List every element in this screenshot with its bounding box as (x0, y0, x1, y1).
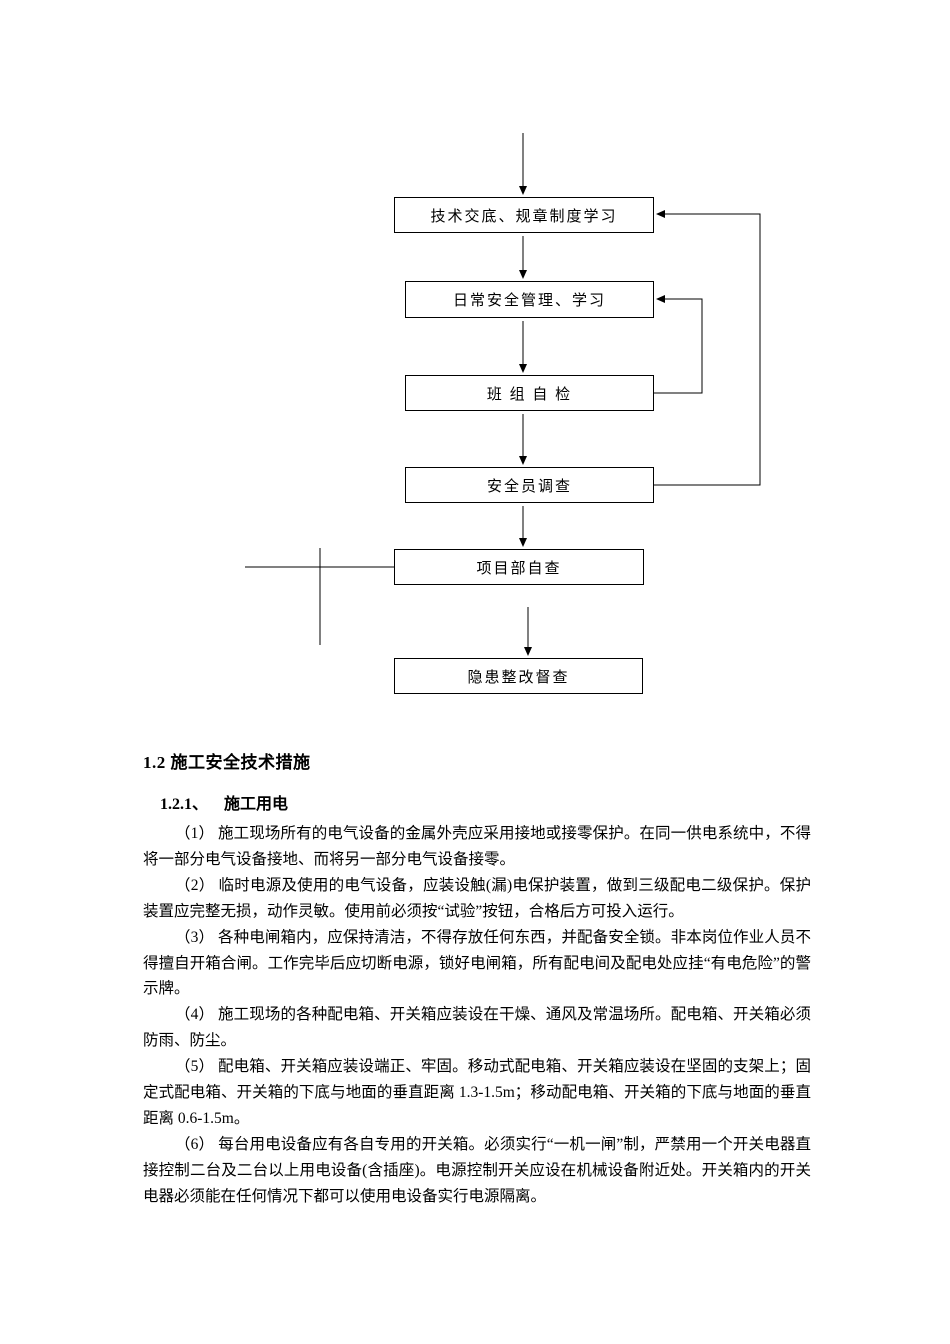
paragraph-3: （3） 各种电闸箱内，应保持清洁，不得存放任何东西，并配备安全锁。非本岗位作业人… (143, 928, 811, 998)
flowchart-box-project-dept: 项目部自查 (394, 549, 644, 585)
feedback-box3-box2 (654, 295, 703, 394)
paragraph-6: （6） 每台用电设备应有各自专用的开关箱。必须实行“一机一闸”制，严禁用一个开关… (143, 1135, 811, 1205)
paragraph-4: （4） 施工现场的各种配电箱、开关箱应装设在干燥、通风及常温场所。配电箱、开关箱… (143, 1006, 811, 1050)
paragraph-2: （2） 临时电源及使用的电气设备，应装设触(漏)电保护装置，做到三级配电二级保护… (143, 876, 811, 920)
flowchart-box-safety-officer: 安全员调查 (405, 467, 654, 503)
subsection-heading: 1.2.1、施工用电 (160, 790, 811, 814)
subsection-title: 施工用电 (224, 796, 289, 813)
flowchart-connectors (245, 133, 761, 656)
flowchart-box-team-self-check: 班 组 自 检 (405, 375, 654, 411)
flowchart-box-tech-disclosure: 技术交底、规章制度学习 (394, 197, 654, 233)
document-body: 1.2 施工安全技术措施 1.2.1、施工用电 （1） 施工现场所有的电气设备的… (143, 748, 811, 1210)
subsection-number: 1.2.1、 (160, 796, 209, 813)
paragraph-5: （5） 配电箱、开关箱应装设端正、牢固。移动式配电箱、开关箱应装设在坚固的支架上… (143, 1058, 811, 1127)
feedback-box4-box1 (654, 210, 761, 486)
paragraph-1: （1） 施工现场所有的电气设备的金属外壳应采用接地或接零保护。在同一供电系统中，… (143, 825, 811, 868)
section-heading: 1.2 施工安全技术措施 (143, 753, 311, 772)
flowchart-box-hazard-rectify: 隐患整改督查 (394, 658, 643, 694)
flowchart-box-daily-safety: 日常安全管理、学习 (405, 281, 654, 318)
